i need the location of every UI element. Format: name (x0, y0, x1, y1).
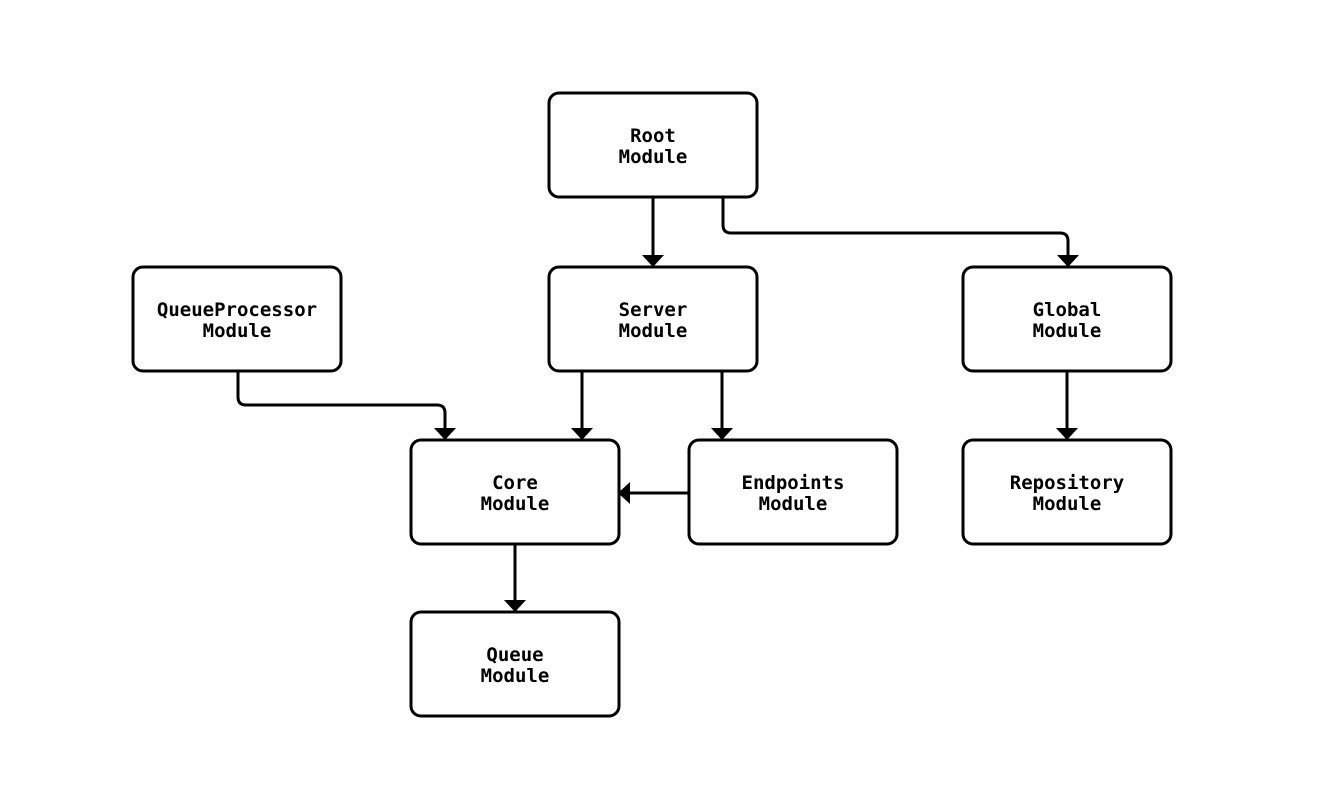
node-root-module-label-line1: Root (630, 125, 676, 147)
node-queueprocessor-module-box (131, 265, 343, 373)
node-queue-module-box (409, 610, 621, 718)
node-repository-module-box (961, 438, 1173, 546)
edge-queueprocessor-module-to-core-module (236, 371, 456, 440)
node-global-module-label-line1: Global (1033, 299, 1102, 321)
edge-layer (236, 197, 1079, 612)
node-global-module-box (961, 265, 1173, 373)
node-queue-module-label-line2: Module (481, 665, 550, 687)
node-server-module: Server Module (547, 265, 759, 373)
node-queueprocessor-module: QueueProcessor Module (131, 265, 343, 373)
node-core-module-label-line1: Core (492, 472, 538, 494)
node-endpoints-module-label-line2: Module (759, 493, 828, 515)
node-root-module-label-line2: Module (619, 146, 688, 168)
node-server-module-box (547, 265, 759, 373)
node-global-module-label-line2: Module (1033, 320, 1102, 342)
node-repository-module: Repository Module (961, 438, 1173, 546)
node-server-module-label-line2: Module (619, 320, 688, 342)
node-layer: Root Module Server Module QueueProcessor… (131, 91, 1173, 718)
node-repository-module-label-line2: Module (1033, 493, 1102, 515)
node-repository-module-label-line1: Repository (1010, 472, 1124, 494)
node-core-module-box (409, 438, 621, 546)
node-server-module-label-line1: Server (619, 299, 688, 321)
node-root-module-box (547, 91, 759, 199)
node-global-module: Global Module (961, 265, 1173, 373)
node-endpoints-module: Endpoints Module (687, 438, 899, 546)
node-core-module-label-line2: Module (481, 493, 550, 515)
node-queueprocessor-module-label-line2: Module (203, 320, 272, 342)
node-endpoints-module-label-line1: Endpoints (742, 472, 845, 494)
edge-root-module-to-global-module (721, 197, 1079, 267)
node-queue-module: Queue Module (409, 610, 621, 718)
node-queueprocessor-module-label-line1: QueueProcessor (157, 299, 317, 321)
node-queue-module-label-line1: Queue (486, 644, 543, 666)
node-endpoints-module-box (687, 438, 899, 546)
node-root-module: Root Module (547, 91, 759, 199)
node-core-module: Core Module (409, 438, 621, 546)
